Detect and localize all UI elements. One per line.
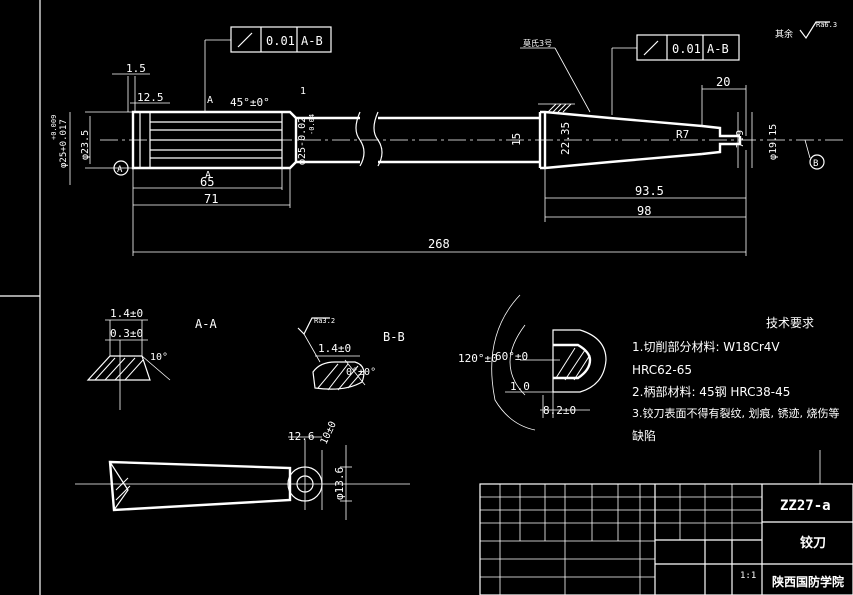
dim-7-9: 7.9 <box>735 130 746 148</box>
dim-morse: 莫氏3号 <box>523 38 552 48</box>
section-aa-title: A-A <box>195 317 217 331</box>
section-c-dim-60: 60°±0 <box>495 350 528 363</box>
dim-71: 71 <box>204 192 218 206</box>
dim-12-5: 12.5 <box>137 91 164 104</box>
break-line-left <box>355 111 365 167</box>
tol-left-datum: A-B <box>301 34 323 48</box>
section-c-dim-8-2: 8.2±0 <box>543 404 576 417</box>
dim-93-5: 93.5 <box>635 184 664 198</box>
taper-hatch <box>547 103 572 113</box>
section-d-dim-12-6: 12.6 <box>288 430 315 443</box>
section-aa-drawing <box>86 319 171 410</box>
dim-45: 45°±0° <box>230 96 270 109</box>
tolerance-frame-left <box>204 26 332 112</box>
section-aa-dim-1-4: 1.4±0 <box>110 307 143 320</box>
tech-req-line-5: 缺陷 <box>632 428 656 443</box>
section-bb-drawing <box>297 317 366 391</box>
roughness-label: Ra6.3 <box>816 21 837 29</box>
tol-right-value: 0.01 <box>672 42 701 56</box>
shank-outline <box>378 116 540 164</box>
dim-23-5: φ23.5 <box>80 130 91 160</box>
roughness-bb: Ra3.2 <box>314 317 335 325</box>
dim-19-15: φ19.15 <box>768 124 779 160</box>
dim-A-top: A <box>207 95 213 106</box>
dim-1-5: 1.5 <box>126 62 146 75</box>
title-drawing-no: ZZ27-a <box>780 498 831 514</box>
roughness-symbol <box>799 21 830 40</box>
neck-outline <box>296 116 360 164</box>
section-aa-dim-0-3: 0.3±0 <box>110 327 143 340</box>
tech-req-line-3: 2.柄部材料: 45钢 HRC38-45 <box>632 384 790 399</box>
dim-15: 15 <box>510 133 523 146</box>
tol-left-value: 0.01 <box>266 34 295 48</box>
dim-1: 1 <box>300 86 306 97</box>
dim-20: 20 <box>716 75 730 89</box>
title-part-name: 铰刀 <box>800 535 826 551</box>
dim-98: 98 <box>637 204 651 218</box>
tech-req-line-4: 3.铰刀表面不得有裂纹, 划痕, 锈迹, 烧伤等 <box>632 406 839 420</box>
section-aa-dim-10: 10° <box>150 352 168 363</box>
section-bb-title: B-B <box>383 330 405 344</box>
dim-phi25-right: φ25-0.02 <box>297 117 308 165</box>
dim-22-35: 22.35 <box>559 122 572 155</box>
bottom-dimension-lines <box>132 85 825 256</box>
dim-65: 65 <box>200 175 214 189</box>
dim-A-bottom: A <box>205 170 211 181</box>
morse-taper <box>540 110 703 170</box>
dim-268: 268 <box>428 237 450 251</box>
section-bb-dim-1-4: 1.4±0 <box>318 342 351 355</box>
section-120-drawing <box>491 294 607 431</box>
left-dimensions <box>69 73 170 185</box>
dim-phi25-lower-b: +0.009 <box>50 115 58 140</box>
break-line-right <box>373 111 383 167</box>
tol-right-datum: A-B <box>707 42 729 56</box>
section-d-dim-10: 10±0 <box>319 420 339 446</box>
title-school: 陕西国防学院 <box>772 574 844 589</box>
tech-req-line-1: 1.切削部分材料: W18Cr4V <box>632 339 780 354</box>
dim-phi25-right-b: -0.04 <box>308 114 316 135</box>
roughness-prefix: 其余 <box>775 28 793 40</box>
tech-req-line-2: HRC62-65 <box>632 363 692 377</box>
section-c-dim-1-0: 1.0 <box>510 380 530 393</box>
dim-phi25-lower-a: φ25+0.017 <box>59 119 69 168</box>
section-d-drawing <box>75 436 410 520</box>
section-bb-dim-0: 0°±0° <box>346 367 376 378</box>
datum-B-label: B <box>813 159 818 169</box>
title-scale: 1:1 <box>740 571 756 581</box>
section-d-dim-13-6: φ13.6 <box>333 467 346 500</box>
title-block <box>479 483 853 595</box>
dim-R7: R7 <box>676 128 689 141</box>
datum-A-label: A <box>117 165 123 175</box>
tolerance-frame-right <box>520 34 740 115</box>
tang-end <box>701 124 742 156</box>
section-c-dim-120: 120°±0 <box>458 352 498 365</box>
tech-req-title: 技术要求 <box>766 316 814 330</box>
